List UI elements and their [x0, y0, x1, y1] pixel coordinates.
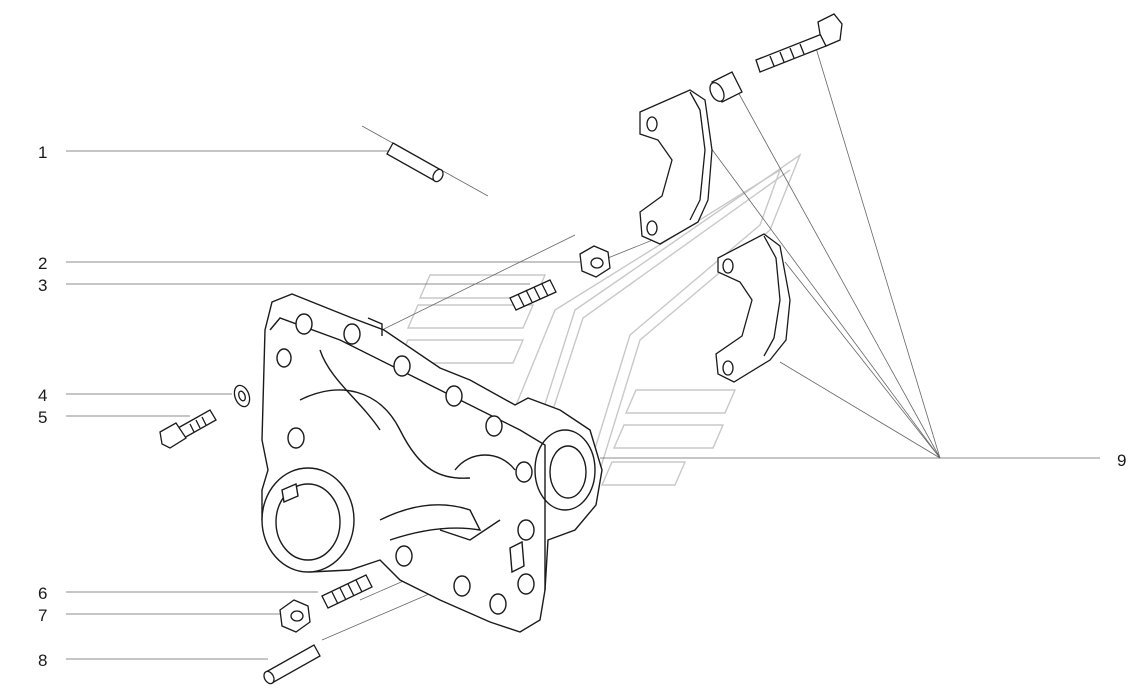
- callout-5: 5: [38, 408, 48, 427]
- part-1-dowel-pin: [386, 142, 444, 183]
- part-6-stud: [321, 574, 373, 609]
- part-8-dowel-pin: [263, 644, 321, 685]
- callout-9: 9: [1117, 451, 1127, 470]
- callout-7: 7: [38, 606, 48, 625]
- part-5-bolt: [159, 409, 217, 449]
- part-7-nut: [279, 599, 311, 633]
- part-4-washer: [233, 384, 251, 408]
- callout-4: 4: [38, 386, 48, 405]
- callout-8: 8: [38, 651, 48, 670]
- main-housing: [261, 293, 603, 633]
- callout-1: 1: [38, 143, 48, 162]
- callout-6: 6: [38, 584, 48, 603]
- part-2-nut: [579, 245, 611, 278]
- part-9-bolt: [755, 13, 843, 73]
- callout-3: 3: [38, 276, 48, 295]
- part-9-lower-clamp: [715, 233, 791, 383]
- callout-2: 2: [38, 254, 48, 273]
- leader-lines: [66, 47, 1100, 660]
- part-3-stud: [509, 279, 557, 311]
- part-9-upper-clamp: [639, 89, 713, 245]
- part-9-bushing: [709, 71, 743, 103]
